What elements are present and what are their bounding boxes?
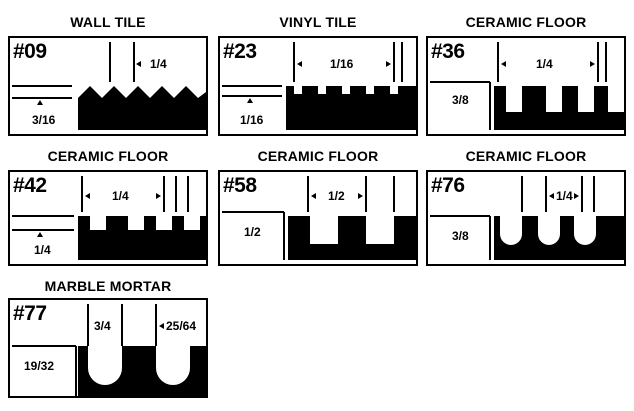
width-label: 1/4 [556,189,573,203]
trowel-code: #09 [13,40,47,63]
width-label: 1/4 [112,189,129,203]
depth-label: 1/4 [34,243,51,257]
depth-label: 3/16 [32,113,56,127]
notch-profile: 1/4 3/8 [430,42,624,130]
panel-title: CERAMIC FLOOR [257,148,379,164]
trowel-diagram: #09 1/4 3/16 [8,36,208,136]
panel-wall-tile-09: WALL TILE #09 1/4 3/16 [8,14,208,138]
depth-label: 1/16 [240,113,264,127]
depth-label: 1/2 [244,225,261,239]
notch-profile: 1/2 1/2 [222,176,416,260]
panel-title: CERAMIC FLOOR [47,148,169,164]
notch-profile: 1/4 3/8 [430,176,624,260]
panel-ceramic-floor-58: CERAMIC FLOOR #58 1/2 1/2 [218,148,418,270]
depth-label: 19/32 [24,359,54,373]
trowel-code: #36 [431,40,465,63]
trowel-diagram: #58 1/2 1/2 [218,170,418,266]
trowel-diagram: #36 1/4 3/8 [426,36,626,136]
panel-title: CERAMIC FLOOR [465,14,587,30]
panel-ceramic-floor-42: CERAMIC FLOOR #42 1/4 1/4 [8,148,208,270]
width-label: 1/16 [330,57,354,71]
extra-width-label: 25/64 [166,319,196,333]
width-label: 1/4 [536,57,553,71]
notch-profile: 3/4 25/64 19/32 [12,304,206,396]
depth-label: 3/8 [452,229,469,243]
trowel-code: #58 [223,174,257,197]
depth-label: 3/8 [452,93,469,107]
notch-profile: 1/4 3/16 [12,42,206,130]
notch-blade [78,216,206,260]
notch-profile: 1/4 1/4 [12,176,206,260]
panel-title: VINYL TILE [279,14,357,30]
panel-ceramic-floor-36: CERAMIC FLOOR #36 1/4 3/8 [426,14,626,138]
notch-blade [288,216,416,260]
trowel-code: #77 [13,302,47,325]
notch-blade [286,86,416,130]
width-label: 3/4 [94,319,111,333]
notch-blade [494,216,624,260]
trowel-diagram: #76 1/4 3/8 [426,170,626,266]
trowel-code: #23 [223,40,257,63]
panel-title: CERAMIC FLOOR [465,148,587,164]
width-label: 1/4 [150,57,167,71]
panel-title: WALL TILE [70,14,146,30]
trowel-diagram: #77 3/4 25/64 19/32 [8,298,208,398]
trowel-code: #76 [431,174,465,197]
panel-marble-mortar-77: MARBLE MORTAR #77 3/4 25/64 19/32 [8,278,208,402]
notch-profile: 1/16 1/16 [222,42,416,130]
panel-vinyl-tile-23: VINYL TILE #23 1/16 1/16 [218,14,418,138]
panel-title: MARBLE MORTAR [44,278,172,294]
width-label: 1/2 [328,189,345,203]
panel-ceramic-floor-76: CERAMIC FLOOR #76 1/4 3/8 [426,148,626,270]
trowel-diagram: #23 1/16 1/16 [218,36,418,136]
trowel-code: #42 [13,174,47,197]
notch-blade [78,86,206,130]
notch-blade [494,86,624,130]
notch-blade [78,346,206,396]
trowel-diagram: #42 1/4 1/4 [8,170,208,266]
